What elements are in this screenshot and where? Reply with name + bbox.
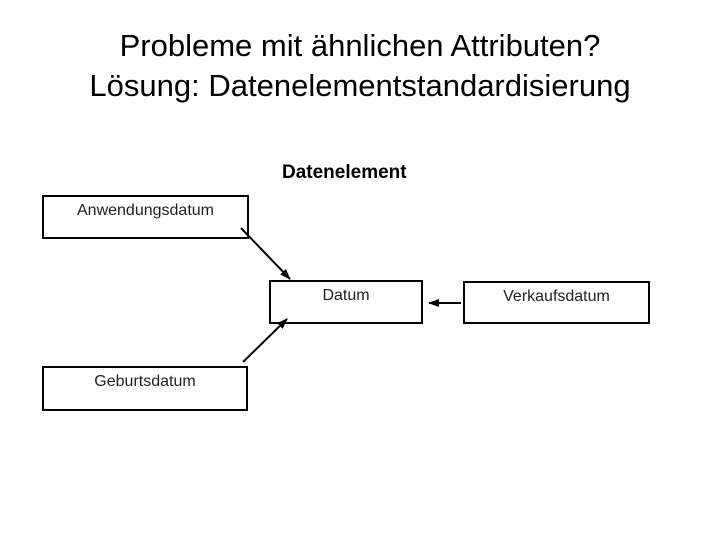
diagram-heading: Datenelement — [282, 162, 407, 183]
slide-title-line2: Lösung: Datenelementstandardisierung — [89, 68, 631, 103]
node-verkaufsdatum-label: Verkaufsdatum — [503, 288, 610, 305]
slide-title-line1: Probleme mit ähnlichen Attributen? — [119, 28, 601, 63]
arrow-geburtsdatum-to-datum — [242, 318, 288, 363]
node-datum-label: Datum — [322, 287, 370, 304]
node-verkaufsdatum: Verkaufsdatum — [463, 281, 650, 324]
node-datum: Datum — [269, 280, 423, 324]
node-anwendungsdatum-label: Anwendungsdatum — [77, 202, 214, 219]
slide-title: Probleme mit ähnlichen Attributen? Lösun… — [0, 26, 720, 106]
node-geburtsdatum: Geburtsdatum — [42, 366, 248, 411]
node-anwendungsdatum: Anwendungsdatum — [42, 195, 249, 239]
node-geburtsdatum-label: Geburtsdatum — [94, 373, 196, 390]
